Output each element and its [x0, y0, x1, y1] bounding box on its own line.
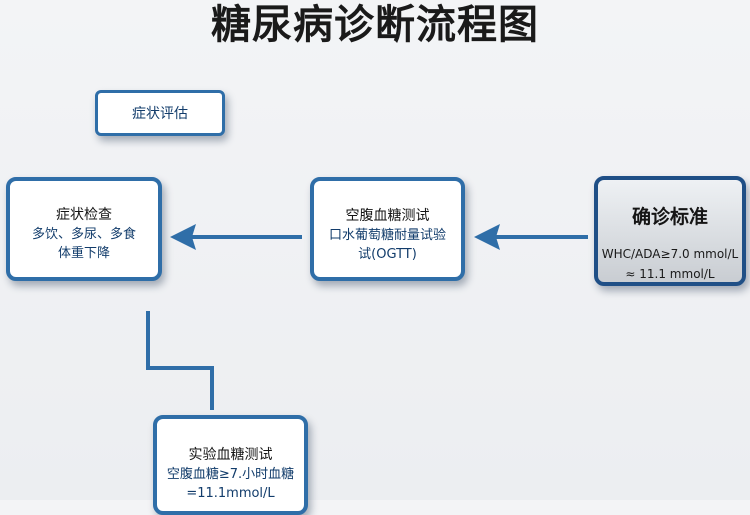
symptom-check-heading: 症状检查	[56, 207, 112, 223]
lab-glucose-test-box: 实验血糖测试 空腹血糖≥7.小时血糖 =11.1mmol/L	[153, 415, 308, 515]
lab-test-heading: 实验血糖测试	[188, 447, 273, 463]
diagnosis-line-2: ≈ 11.1 mmol/L	[625, 267, 715, 281]
diagnosis-criteria-box: 确诊标准 WHC/ADA≥7.0 mmol/L ≈ 11.1 mmol/L	[594, 176, 746, 286]
diagnosis-heading: 确诊标准	[631, 206, 708, 228]
symptom-evaluation-label: 症状评估	[132, 106, 188, 122]
arrowhead-left-1	[170, 224, 196, 250]
diagram-title: 糖尿病诊断流程图	[211, 2, 539, 48]
fasting-test-line-2: 试(OGTT)	[358, 247, 417, 262]
symptom-check-box: 症状检查 多饮、多尿、多食 体重下降	[6, 177, 162, 281]
lab-test-line-2: =11.1mmol/L	[186, 486, 275, 501]
fasting-test-heading: 空腹血糖测试	[345, 208, 430, 224]
connector-symptom-to-lab	[146, 311, 214, 410]
symptom-check-line-2: 体重下降	[57, 246, 110, 261]
diagnosis-line-1: WHC/ADA≥7.0 mmol/L	[601, 247, 739, 261]
arrowhead-left-2	[474, 224, 500, 250]
flow-connectors	[146, 224, 588, 410]
symptom-evaluation-box: 症状评估	[95, 90, 225, 136]
symptom-check-line-1: 多饮、多尿、多食	[31, 227, 136, 242]
lab-test-line-1: 空腹血糖≥7.小时血糖	[166, 467, 295, 482]
fasting-glucose-test-box: 空腹血糖测试 口水葡萄糖耐量试验 试(OGTT)	[310, 177, 465, 281]
fasting-test-line-1: 口水葡萄糖耐量试验	[328, 228, 446, 243]
